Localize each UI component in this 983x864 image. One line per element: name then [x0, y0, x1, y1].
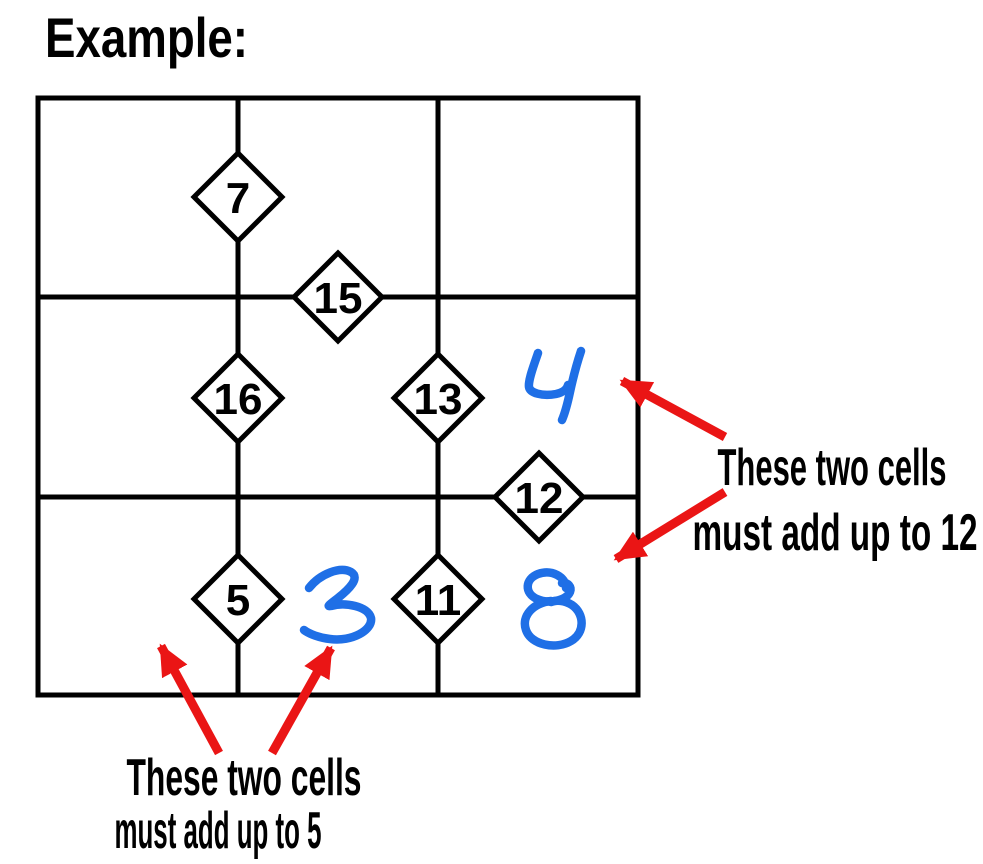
clue-value: 7 [226, 174, 250, 223]
arrow-to-cell-r2c3 [619, 377, 728, 441]
caption-right: These two cells must add up to 12 [693, 439, 978, 562]
clue-diamond: 15 [290, 249, 386, 345]
clue-value: 16 [214, 375, 263, 424]
clue-diamond: 11 [390, 551, 486, 647]
diamond-shape [190, 350, 286, 446]
clue-diamond: 12 [491, 449, 587, 545]
diamond-shape [390, 350, 486, 446]
sum-clues: 7 15 16 13 12 5 [190, 149, 587, 647]
caption-right-line2: must add up to 12 [693, 504, 978, 562]
caption-bottom-line1: These two cells [127, 749, 362, 807]
clue-value: 15 [314, 274, 363, 323]
diamond-shape [190, 149, 286, 245]
handwritten-digit-r3c2: 3 [299, 565, 376, 644]
diamond-shape [491, 449, 587, 545]
handwriting-stroke [520, 596, 586, 650]
diamond-shape [390, 551, 486, 647]
annotation-arrows [157, 377, 728, 756]
diamond-shape [290, 249, 386, 345]
clue-value: 13 [414, 375, 463, 424]
handwritten-digit-r2c3: 4 [524, 346, 586, 425]
cell-r1c3[interactable] [438, 98, 638, 297]
caption-bottom: These two cells must add up to 5 [115, 749, 362, 860]
handwriting-stroke [299, 565, 376, 644]
arrow-to-cell-r3c2 [268, 645, 335, 756]
diamond-shape [190, 551, 286, 647]
handwritten-digit-r3c3: 8 [520, 568, 586, 650]
clue-value: 5 [226, 576, 250, 625]
page-title: Example: [45, 6, 248, 69]
arrow-to-cell-r3c3 [613, 488, 728, 563]
clue-diamond: 5 [190, 551, 286, 647]
clue-value: 11 [415, 576, 462, 625]
arrow-to-cell-r3c1 [157, 643, 223, 756]
caption-bottom-line2: must add up to 5 [115, 802, 322, 860]
handwriting-stroke [524, 348, 573, 400]
clue-diamond: 13 [390, 350, 486, 446]
handwriting-stroke [557, 346, 586, 425]
clue-value: 12 [515, 474, 564, 523]
caption-right-line1: These two cells [718, 439, 947, 497]
clue-diamond: 7 [190, 149, 286, 245]
clue-diamond: 16 [190, 350, 286, 446]
handwriting-stroke [523, 568, 575, 606]
handwritten-answers: 4 3 8 [299, 346, 586, 650]
